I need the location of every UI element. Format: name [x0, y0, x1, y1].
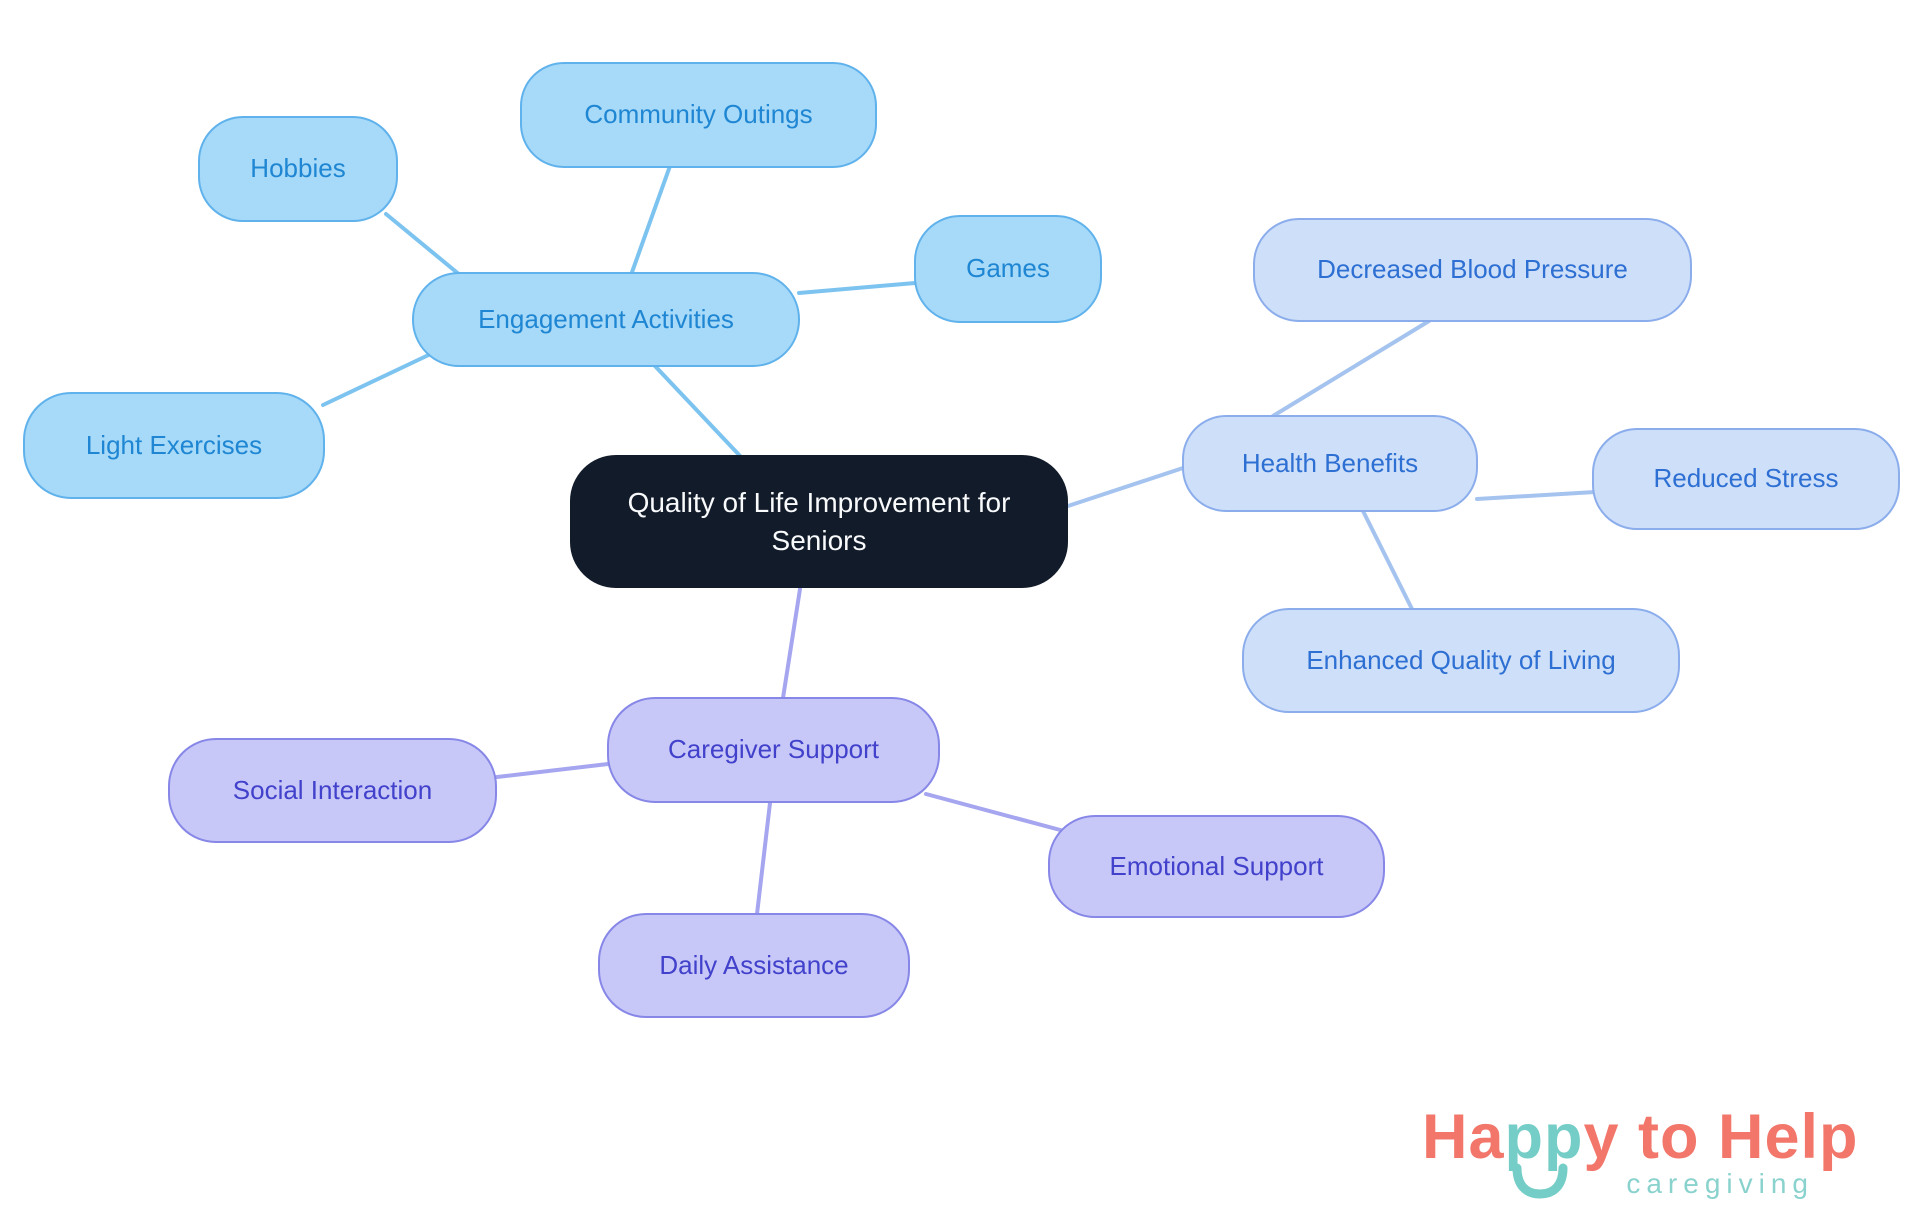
node-center-topic[interactable]: Quality of Life Improvement for Seniors — [570, 455, 1068, 588]
brand-wordmark-part1: Ha — [1422, 1102, 1505, 1172]
edge-hobbies-engagement — [384, 212, 468, 282]
edge-caregiver-daily — [755, 801, 772, 916]
node-games[interactable]: Games — [914, 215, 1102, 323]
edge-health-reduced-stress — [1475, 490, 1597, 501]
edge-light-exercises-engagement — [321, 349, 439, 407]
edge-decreased-bp-health — [1271, 319, 1431, 418]
node-social-interaction[interactable]: Social Interaction — [168, 738, 497, 843]
edge-center-caregiver — [781, 587, 802, 700]
brand-wordmark-part2: pp — [1504, 1102, 1584, 1172]
node-enhanced-quality-of-living[interactable]: Enhanced Quality of Living — [1242, 608, 1680, 713]
edge-community-outings-engagement — [629, 164, 672, 277]
brand-wordmark: Happy to Help — [1422, 1106, 1859, 1169]
node-engagement-activities[interactable]: Engagement Activities — [412, 272, 800, 367]
node-daily-assistance[interactable]: Daily Assistance — [598, 913, 910, 1018]
edge-engagement-center — [653, 364, 744, 460]
node-community-outings[interactable]: Community Outings — [520, 62, 877, 168]
node-health-benefits[interactable]: Health Benefits — [1182, 415, 1478, 512]
smile-icon — [1512, 1163, 1568, 1199]
brand-tagline: caregiving — [1626, 1168, 1814, 1199]
node-caregiver-support[interactable]: Caregiver Support — [607, 697, 940, 803]
node-emotional-support[interactable]: Emotional Support — [1048, 815, 1385, 918]
node-hobbies[interactable]: Hobbies — [198, 116, 398, 222]
edge-health-enhanced-qol — [1361, 509, 1414, 611]
edge-caregiver-emotional — [924, 792, 1066, 833]
node-light-exercises[interactable]: Light Exercises — [23, 392, 325, 499]
edge-center-health — [1066, 466, 1185, 508]
edge-caregiver-social — [495, 762, 610, 779]
brand-wordmark-part3: y to Help — [1583, 1102, 1859, 1172]
edge-games-engagement — [797, 281, 917, 295]
node-decreased-blood-pressure[interactable]: Decreased Blood Pressure — [1253, 218, 1692, 322]
brand-logo: Happy to Help caregiving — [1422, 1106, 1862, 1206]
node-reduced-stress[interactable]: Reduced Stress — [1592, 428, 1900, 530]
